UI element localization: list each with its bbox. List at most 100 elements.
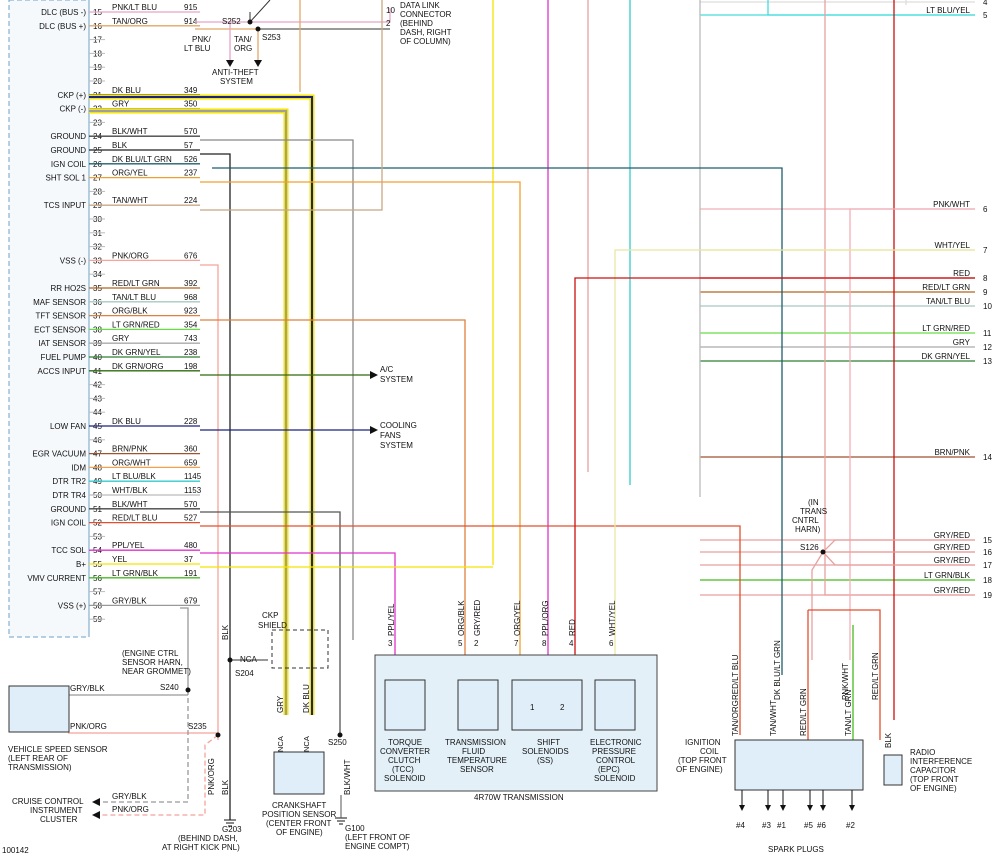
terminal-color-label: LT BLU/YEL [926,6,970,15]
circuit-number: 743 [184,334,198,343]
svg-text:CRUISE CONTROL: CRUISE CONTROL [12,797,84,806]
trans-wire-color: ORG/YEL [513,600,522,636]
pin-function: DLC (BUS +) [39,22,86,31]
svg-text:(TOP FRONT: (TOP FRONT [910,775,959,784]
svg-text:S126: S126 [800,543,819,552]
pin-function: LOW FAN [50,422,86,431]
wire-color-label: DK BLU [112,86,141,95]
svg-text:TORQUE: TORQUE [388,738,422,747]
svg-text:SYSTEM: SYSTEM [380,441,413,450]
pin-function: IGN COIL [51,160,87,169]
pin-function: TCC SOL [51,546,86,555]
svg-text:2: 2 [386,19,391,28]
svg-text:A/C: A/C [380,365,394,374]
wire-color-label: TAN/LT BLU [112,293,156,302]
pin-function: TFT SENSOR [35,312,86,321]
terminal-color-label: GRY/RED [934,531,971,540]
circuit-number: 968 [184,293,198,302]
pin-function: TCS INPUT [44,201,86,210]
svg-text:(IN: (IN [808,498,819,507]
pin-function: IDM [71,463,86,472]
pin-function: DTR TR2 [52,477,86,486]
trans-wire-color: RED [568,619,577,636]
circuit-number: 570 [184,127,198,136]
plug-arrow [739,805,745,811]
pin-function: CKP (+) [57,91,86,100]
svg-text:GRY/BLK: GRY/BLK [112,792,147,801]
terminal-number: 5 [983,11,988,20]
trans-wire-color: PPL/ORG [541,600,550,636]
terminal-number: 4 [983,0,988,7]
terminal-color-label: RED/LT GRN [922,283,970,292]
circuit-number: 915 [184,3,198,12]
circuit-number: 676 [184,251,198,260]
transmission-wire-labels: 3PPL/YEL5ORG/BLK2GRY/RED7ORG/YEL8PPL/ORG… [387,599,617,648]
pin-function: GROUND [50,146,86,155]
wire-color-label: TAN/WHT [112,196,148,205]
svg-text:INSTRUMENT: INSTRUMENT [30,806,83,815]
svg-text:(LEFT REAR OF: (LEFT REAR OF [8,754,68,763]
svg-text:SYSTEM: SYSTEM [220,77,253,86]
svg-text:TEMPERATURE: TEMPERATURE [447,756,507,765]
terminal-color-label: GRY [953,338,971,347]
wire-color-label: GRY/BLK [112,596,147,605]
radio-capacitor-group: BLK RADIO INTERFERENCE CAPACITOR (TOP FR… [883,732,972,793]
trans-pin-number: 6 [609,639,614,648]
svg-text:POSITION SENSOR: POSITION SENSOR [262,810,336,819]
pin-function: IAT SENSOR [38,339,86,348]
svg-text:VEHICLE SPEED SENSOR: VEHICLE SPEED SENSOR [8,745,108,754]
svg-text:OF COLUMN): OF COLUMN) [400,37,451,46]
terminal-color-label: GRY/RED [934,543,971,552]
terminal-number: 12 [983,343,992,352]
svg-text:GRY: GRY [276,695,285,713]
wire-color-label: LT GRN/BLK [112,569,159,578]
svg-text:S253: S253 [262,33,281,42]
spark-plug-label: #6 [817,821,826,830]
wire-color-label: PNK/LT BLU [112,3,157,12]
circuit-number: 526 [184,155,198,164]
coil-top-wire-label: RED/LT GRN [871,652,880,700]
wire-color-label: BLK/WHT [112,500,148,509]
svg-text:(BEHIND DASH,: (BEHIND DASH, [178,834,238,843]
circuit-number: 350 [184,100,198,109]
svg-text:FLUID: FLUID [462,747,485,756]
svg-text:PRESSURE: PRESSURE [592,747,636,756]
circuit-number: 1153 [184,486,202,495]
wire-color-label: PPL/YEL [112,541,145,550]
trans-wire-color: GRY/RED [473,599,482,636]
svg-text:COIL: COIL [700,747,719,756]
svg-text:TRANS: TRANS [800,507,827,516]
trans-pin-number: 5 [458,639,463,648]
svg-text:2: 2 [560,703,565,712]
wire-color-label: YEL [112,555,128,564]
pin-function: GROUND [50,505,86,514]
plug-arrow [765,805,771,811]
svg-text:CNTRL: CNTRL [792,516,819,525]
svg-text:DATA LINK: DATA LINK [400,1,440,10]
terminal-number: 10 [983,302,992,311]
circuit-number: 237 [184,169,198,178]
svg-text:4R70W TRANSMISSION: 4R70W TRANSMISSION [474,793,564,802]
wire-color-label: LT BLU/BLK [112,472,156,481]
svg-text:CRANKSHAFT: CRANKSHAFT [272,801,326,810]
coil-bottom-wire-label: TAN/ORG [731,700,740,736]
pin-function: IGN COIL [51,519,87,528]
wire-color-label: PNK/ORG [112,251,149,260]
coil-top-wire-label: PNK/WHT [841,663,850,700]
svg-text:(CENTER FRONT: (CENTER FRONT [266,819,331,828]
svg-text:1: 1 [530,703,535,712]
spark-plug-label: #4 [736,821,745,830]
wire-color-label: TAN/ORG [112,17,148,26]
arrow-heads [92,60,378,819]
circuit-number: 238 [184,348,198,357]
pin-function: CKP (-) [59,105,86,114]
vss-group: VEHICLE SPEED SENSOR (LEFT REAR OF TRANS… [2,649,242,855]
splice-dots [185,19,826,738]
svg-text:TRANSMISSION: TRANSMISSION [445,738,506,747]
ignition-coil-group: IGNITION COIL (TOP FRONT OF ENGINE) SPAR… [676,738,864,854]
svg-text:DASH, RIGHT: DASH, RIGHT [400,28,452,37]
svg-text:BLK: BLK [221,779,230,795]
wire-color-label: ORG/WHT [112,458,151,467]
terminal-number: 6 [983,205,988,214]
